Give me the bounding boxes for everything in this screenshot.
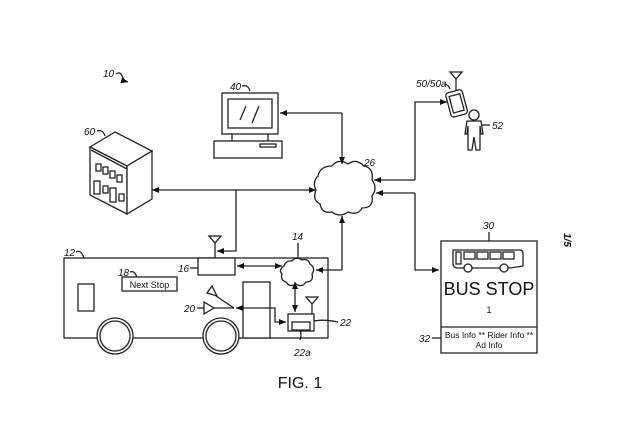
bus-stop-sign: 30 BUS STOP 1 bbox=[440, 221, 538, 354]
svg-text:16: 16 bbox=[178, 264, 190, 275]
bus-wheel-front bbox=[96, 317, 134, 355]
svg-text:BUS STOP: BUS STOP bbox=[444, 279, 535, 299]
next-stop-display: 18 Next Stop bbox=[118, 268, 178, 292]
bus-icon bbox=[452, 249, 524, 273]
svg-text:22a: 22a bbox=[293, 348, 311, 359]
svg-text:14: 14 bbox=[292, 232, 304, 243]
svg-text:Ad Info: Ad Info bbox=[476, 340, 503, 350]
svg-text:Next Stop: Next Stop bbox=[130, 280, 170, 290]
computer-icon: 40 bbox=[213, 82, 283, 159]
bus-door bbox=[242, 281, 271, 339]
onboard-network-cloud-icon: 14 bbox=[279, 232, 315, 287]
bus: 12 bbox=[63, 248, 329, 355]
bus-wheel-rear bbox=[202, 317, 240, 355]
svg-text:32: 32 bbox=[419, 334, 431, 345]
controller-subunit bbox=[291, 321, 311, 331]
mobile-device-icon: 50/50a bbox=[416, 71, 469, 118]
connections bbox=[152, 99, 447, 325]
svg-text:22: 22 bbox=[339, 318, 352, 329]
svg-text:26: 26 bbox=[363, 158, 376, 169]
svg-text:40: 40 bbox=[230, 82, 242, 93]
svg-text:10: 10 bbox=[103, 69, 115, 80]
rider-icon: 52 bbox=[464, 109, 504, 151]
svg-text:50/50a: 50/50a bbox=[416, 79, 447, 90]
antenna-icon bbox=[207, 235, 223, 244]
bus-window bbox=[77, 283, 95, 312]
svg-text:1: 1 bbox=[486, 305, 491, 315]
svg-text:30: 30 bbox=[483, 221, 495, 232]
controller: 22 22a bbox=[287, 296, 352, 359]
building-icon: 60 bbox=[84, 127, 154, 216]
sheet-number: 1/5 bbox=[561, 233, 572, 247]
system-reference: 10 bbox=[103, 69, 129, 84]
svg-text:20: 20 bbox=[183, 304, 196, 315]
svg-text:Bus Info ** Rider Info **: Bus Info ** Rider Info ** bbox=[445, 330, 534, 340]
svg-text:60: 60 bbox=[84, 127, 96, 138]
svg-text:12: 12 bbox=[64, 248, 76, 259]
communication-unit: 16 bbox=[178, 235, 236, 276]
info-display: 32 Bus Info ** Rider Info ** Ad Info bbox=[419, 330, 534, 350]
speaker-icon: 20 bbox=[183, 284, 235, 316]
figure-title: FIG. 1 bbox=[278, 375, 323, 392]
antenna-icon bbox=[304, 296, 320, 305]
svg-text:52: 52 bbox=[492, 121, 504, 132]
network-cloud-icon: 26 bbox=[313, 158, 376, 216]
svg-text:18: 18 bbox=[118, 268, 130, 279]
